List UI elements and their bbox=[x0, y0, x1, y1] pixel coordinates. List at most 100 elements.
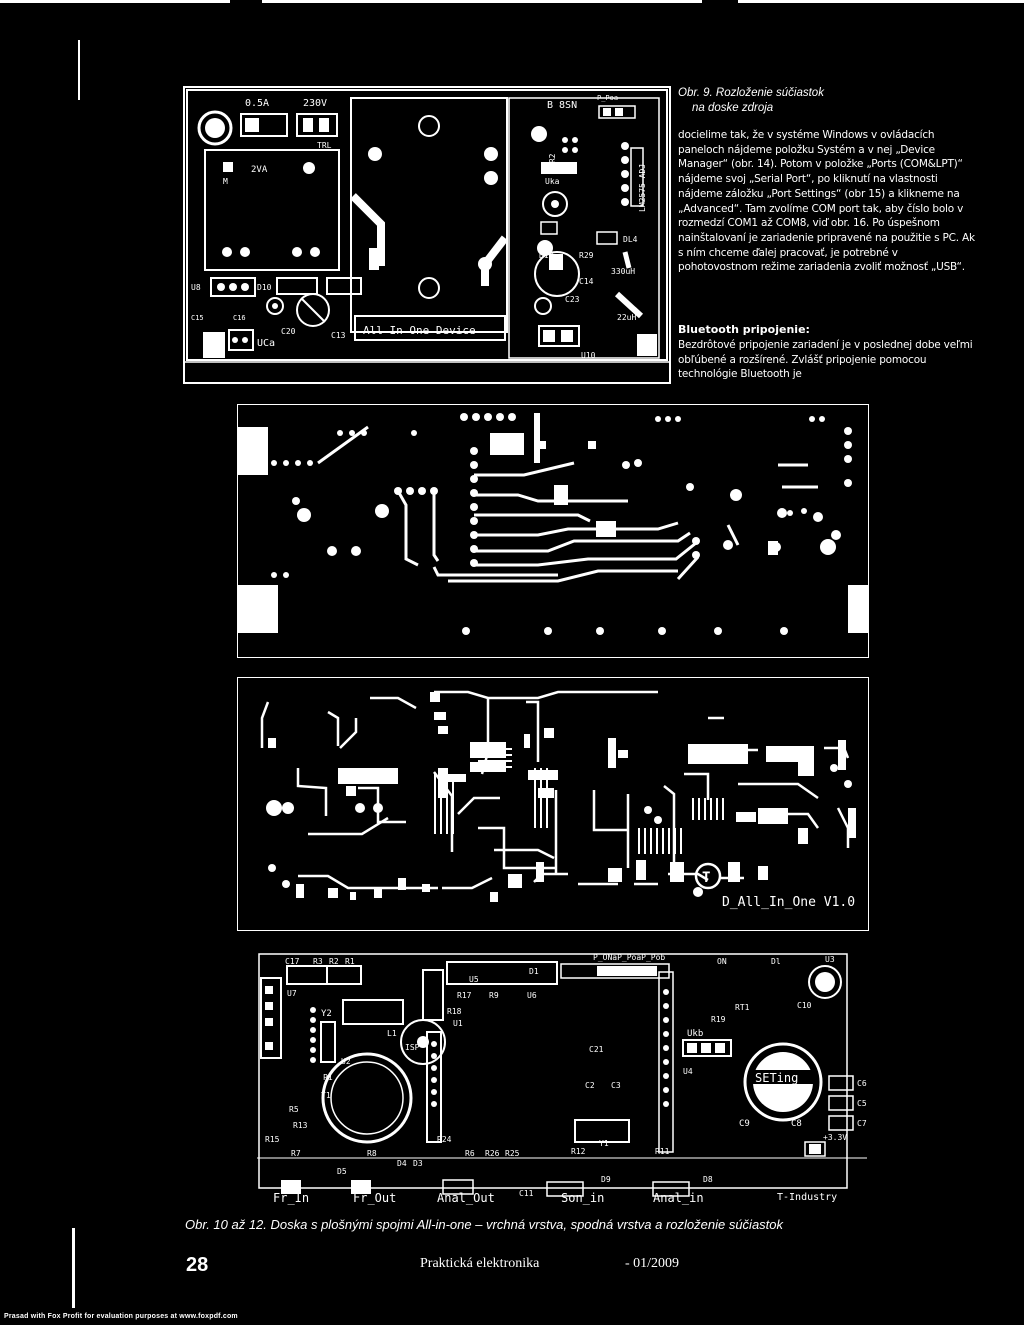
label-r2: R2 bbox=[329, 957, 339, 966]
label-m: M bbox=[223, 177, 228, 186]
label-u2: U2 bbox=[341, 1057, 351, 1066]
label-c14: C14 bbox=[579, 277, 594, 286]
label-c13: C13 bbox=[331, 331, 346, 340]
label-u10: U10 bbox=[581, 351, 596, 360]
label-fuse: 0.5A bbox=[245, 98, 269, 109]
label-c10: C10 bbox=[797, 1001, 812, 1010]
label-r3: R3 bbox=[313, 957, 323, 966]
article-paragraph: docielime tak, že v systéme Windows v ov… bbox=[678, 129, 975, 274]
label-p1: P1 bbox=[323, 1073, 333, 1082]
article-body-text: docielime tak, že v systéme Windows v ov… bbox=[678, 128, 978, 275]
label-r26: R26 bbox=[485, 1149, 500, 1158]
label-y1: Y1 bbox=[599, 1139, 609, 1148]
label-t1: T1 bbox=[321, 1091, 331, 1100]
label-u4: U4 bbox=[683, 1067, 693, 1076]
label-setting: SETing bbox=[755, 1071, 798, 1085]
label-230v: 230V bbox=[303, 98, 327, 109]
watermark-text: Prasad with Fox Profit for evaluation pu… bbox=[4, 1313, 238, 1320]
label-r7: R7 bbox=[291, 1149, 301, 1158]
label-ona: P_ONaP_PoaP_Pob bbox=[593, 953, 665, 962]
label-c3: C3 bbox=[611, 1081, 621, 1090]
label-d9: D9 bbox=[601, 1175, 611, 1184]
label-2va: 2VA bbox=[251, 165, 268, 175]
label-uca: UCa bbox=[257, 338, 275, 349]
label-c5: C5 bbox=[857, 1099, 867, 1108]
label-c6: C6 bbox=[857, 1079, 867, 1088]
parts-layout-drawing: C17 R3 R2 R1 U7 Y2 U5 R17 R9 R18 D1 U6 U… bbox=[257, 953, 867, 1205]
label-l1: L1 bbox=[387, 1029, 397, 1038]
label-u7: U7 bbox=[287, 989, 297, 998]
bluetooth-paragraph: Bezdrôtové pripojenie zariadení je v pos… bbox=[678, 339, 973, 381]
label-device-name: All In One Device bbox=[363, 324, 476, 337]
page-number: 28 bbox=[186, 1254, 209, 1276]
label-3v3: +3.3V bbox=[823, 1133, 847, 1142]
footer-issue: - 01/2009 bbox=[625, 1256, 680, 1271]
label-tr2: TR2 bbox=[548, 153, 557, 168]
label-330uh: 330uH bbox=[611, 267, 635, 276]
top-rule-left bbox=[0, 0, 230, 3]
label-d4: D4 bbox=[397, 1159, 407, 1168]
parts-layout-pcb-figure: C17 R3 R2 R1 U7 Y2 U5 R17 R9 R18 D1 U6 U… bbox=[257, 952, 867, 1208]
label-c9: C9 bbox=[739, 1119, 750, 1129]
label-u8: U8 bbox=[191, 283, 201, 292]
label-c7: C7 bbox=[857, 1119, 867, 1128]
label-r15: R15 bbox=[265, 1135, 280, 1144]
label-isp: ISP bbox=[405, 1043, 420, 1052]
bottom-layer-pcb-figure: T D_All_In_One V1.0 bbox=[237, 677, 869, 931]
label-rt1: RT1 bbox=[735, 1003, 750, 1012]
label-dl4: DL4 bbox=[623, 235, 638, 244]
label-r25: R25 bbox=[505, 1149, 520, 1158]
label-bsn: B 8SN bbox=[547, 100, 577, 111]
label-poa: P_Poa bbox=[597, 94, 618, 102]
label-r24: R24 bbox=[437, 1135, 452, 1144]
label-r18: R18 bbox=[447, 1007, 462, 1016]
bottom-layer-label: D_All_In_One V1.0 bbox=[722, 895, 855, 910]
label-u5: U5 bbox=[469, 975, 479, 984]
bottom-layer-logo: T bbox=[702, 870, 710, 886]
label-r1: R1 bbox=[345, 957, 355, 966]
label-dl: Dl bbox=[771, 957, 781, 966]
label-r17: R17 bbox=[457, 991, 472, 1000]
top-rule-mid bbox=[262, 0, 702, 3]
label-u3: U3 bbox=[825, 955, 835, 964]
label-y2: Y2 bbox=[321, 1009, 332, 1019]
bottom-layer-drawing: T D_All_In_One V1.0 bbox=[260, 690, 856, 910]
label-r12: R12 bbox=[571, 1147, 586, 1156]
left-margin-line bbox=[78, 40, 80, 100]
label-22uh: 22uH bbox=[617, 313, 636, 322]
label-r29: R29 bbox=[579, 251, 594, 260]
label-u6: U6 bbox=[527, 991, 537, 1000]
figure-9-caption-line1: Obr. 9. Rozloženie súčiastok bbox=[678, 87, 824, 99]
label-uka: Uka bbox=[545, 177, 560, 186]
top-rule-right bbox=[738, 0, 1024, 3]
label-trl: TRL bbox=[317, 141, 332, 150]
label-c17: C17 bbox=[285, 957, 300, 966]
label-c8: C8 bbox=[791, 1119, 802, 1129]
label-anal-out: Anal_Out bbox=[437, 1191, 495, 1205]
label-c20: C20 bbox=[281, 327, 296, 336]
label-r13: R13 bbox=[293, 1121, 308, 1130]
label-d13: D13 bbox=[539, 251, 554, 260]
label-son-in: Son_in bbox=[561, 1191, 604, 1205]
label-r11: R11 bbox=[655, 1147, 670, 1156]
figure-9-caption-line2: na doske zdroja bbox=[692, 102, 774, 114]
label-t-industry: T-Industry bbox=[777, 1192, 837, 1203]
label-d5: D5 bbox=[337, 1167, 347, 1176]
label-r8: R8 bbox=[367, 1149, 377, 1158]
label-ukb: Ukb bbox=[687, 1029, 703, 1039]
label-fr-in: Fr_In bbox=[273, 1191, 309, 1205]
label-c23: C23 bbox=[565, 295, 580, 304]
top-layer-drawing bbox=[238, 413, 868, 635]
label-d10: D10 bbox=[257, 283, 272, 292]
label-c21: C21 bbox=[589, 1045, 604, 1054]
left-margin-line-bottom bbox=[72, 1228, 75, 1308]
label-r19: R19 bbox=[711, 1015, 726, 1024]
label-on: ON bbox=[717, 957, 727, 966]
label-c11: C11 bbox=[519, 1189, 534, 1198]
label-c15: C15 bbox=[191, 314, 204, 322]
label-r5: R5 bbox=[289, 1105, 299, 1114]
power-pcb-drawing: 0.5A 230V TRL 2VA M U8 D10 C15 C16 C20 U… bbox=[185, 89, 669, 363]
label-fr-out: Fr_Out bbox=[353, 1191, 396, 1205]
power-pcb-figure: 0.5A 230V TRL 2VA M U8 D10 C15 C16 C20 U… bbox=[183, 86, 671, 384]
label-r9: R9 bbox=[489, 991, 499, 1000]
